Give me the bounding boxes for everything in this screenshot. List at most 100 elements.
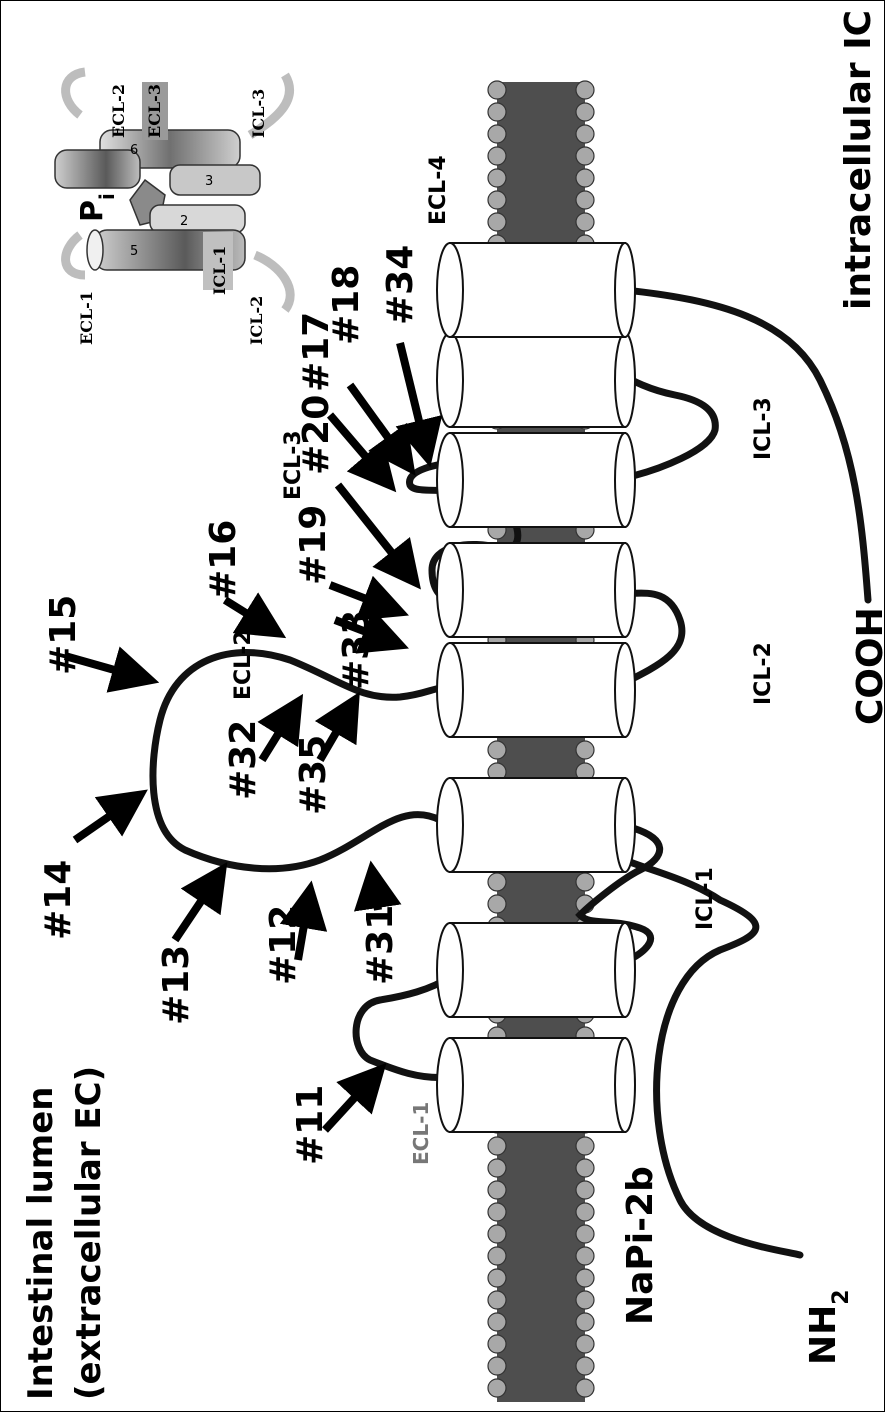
protein-name-label: NaPi-2b (620, 1166, 661, 1325)
inset-structure-model: 6 3 2 5 Pi ECL-2 ECL-3 ICL-3 ECL-1 ICL-1… (55, 72, 290, 345)
lipid-head (488, 1225, 506, 1243)
inset-ecl2-label: ECL-2 (109, 84, 128, 138)
lipid-head (488, 1247, 506, 1265)
ecl2-label: ECL-2 (231, 630, 256, 700)
inset-loop-ecl2 (66, 72, 85, 115)
site-label: #12 (263, 905, 304, 985)
helix-tm7 (437, 333, 635, 427)
lipid-head (576, 1313, 594, 1331)
lipid-head (576, 81, 594, 99)
lumen-label-line2: (extracellular EC) (69, 1066, 109, 1400)
transmembrane-helices (437, 243, 635, 1132)
inset-icl1-label: ICL-1 (210, 246, 229, 295)
lumen-label-line1: Intestinal lumen (21, 1086, 61, 1400)
lipid-head (576, 1137, 594, 1155)
lipid-head (488, 169, 506, 187)
site-label: #20 (296, 395, 337, 475)
lipid-head (488, 1137, 506, 1155)
inset-helix-label-2: 2 (180, 214, 188, 229)
site-label: #35 (293, 735, 334, 815)
lipid-head (488, 1335, 506, 1353)
c-terminus-label: COOH (850, 607, 887, 725)
lipid-head (576, 169, 594, 187)
lipid-head (488, 1269, 506, 1287)
n-terminus-label: NH2 (803, 1289, 854, 1365)
icl3-label: ICL-3 (751, 397, 776, 460)
lipid-head (576, 147, 594, 165)
inset-ecl3-label: ECL-3 (145, 84, 164, 138)
helix-tm8 (437, 243, 635, 337)
site-arrow (350, 385, 410, 468)
lipid-head (488, 125, 506, 143)
lipid-head (488, 873, 506, 891)
lipid-head (576, 191, 594, 209)
lipid-head (488, 213, 506, 231)
site-label: #34 (380, 245, 421, 325)
lipid-head (488, 147, 506, 165)
inset-helix-label-3: 3 (205, 174, 213, 189)
site-arrow (400, 343, 428, 458)
lipid-head (488, 741, 506, 759)
inset-helix-label-5: 5 (130, 244, 138, 259)
helix-tm4 (437, 643, 635, 737)
ecl4-label: ECL-4 (426, 155, 451, 225)
lipid-head (576, 1357, 594, 1375)
lipid-head (576, 1247, 594, 1265)
icl1-label: ICL-1 (693, 867, 718, 930)
lipid-head (488, 81, 506, 99)
lipid-head (576, 103, 594, 121)
inset-icl2-label: ICL-2 (247, 296, 266, 345)
lipid-head (576, 1269, 594, 1287)
site-label: #19 (293, 505, 334, 585)
lipid-head (488, 103, 506, 121)
lipid-head (576, 1335, 594, 1353)
intracellular-label: intracellular IC (838, 10, 879, 310)
inset-helix-3 (170, 165, 260, 195)
ecl1-loop (356, 977, 450, 1078)
site-label: #16 (203, 520, 244, 600)
site-arrow (75, 795, 140, 840)
site-label: #18 (326, 265, 367, 345)
lipid-head (488, 1181, 506, 1199)
helix-tm5 (437, 543, 635, 637)
lipid-head (488, 1379, 506, 1397)
lipid-head (576, 1159, 594, 1177)
site-arrow (225, 600, 278, 633)
site-label: #31 (360, 905, 401, 985)
icl3-loop (624, 375, 715, 478)
inset-pi-label: Pi (75, 193, 119, 222)
helix-tm6 (437, 433, 635, 527)
lipid-head (576, 1379, 594, 1397)
lipid-head (576, 1291, 594, 1309)
lipid-head (576, 873, 594, 891)
lipid-head (488, 895, 506, 913)
site-arrow (175, 870, 222, 940)
site-label: #11 (290, 1085, 331, 1165)
inset-helix-label-6: 6 (130, 143, 138, 158)
site-label: #14 (38, 860, 79, 940)
lipid-head (488, 1291, 506, 1309)
inset-helix-cap (87, 230, 103, 270)
inset-helix-back (55, 150, 140, 188)
ecl1-label: ECL-1 (409, 1102, 433, 1165)
site-labels: #11#13#12#31#14#32#35#15#16#33#19#20#17#… (38, 245, 421, 1165)
site-arrow (330, 585, 400, 612)
icl2-label: ICL-2 (751, 642, 776, 705)
site-arrow (372, 870, 378, 910)
lipid-head (488, 1357, 506, 1375)
lipid-head (488, 1313, 506, 1331)
lipid-head (576, 125, 594, 143)
lipid-head (576, 1181, 594, 1199)
site-label: #33 (336, 610, 377, 690)
helix-tm2 (437, 923, 635, 1017)
inset-icl3-label: ICL-3 (249, 89, 268, 138)
helix-tm3 (437, 778, 635, 872)
c-terminus-tail (625, 290, 868, 600)
inset-ecl1-label: ECL-1 (77, 291, 96, 345)
site-label: #32 (223, 720, 264, 800)
lipid-head (488, 191, 506, 209)
helix-tm1 (437, 1038, 635, 1132)
site-arrow (325, 1070, 380, 1130)
site-label: #15 (43, 595, 84, 675)
